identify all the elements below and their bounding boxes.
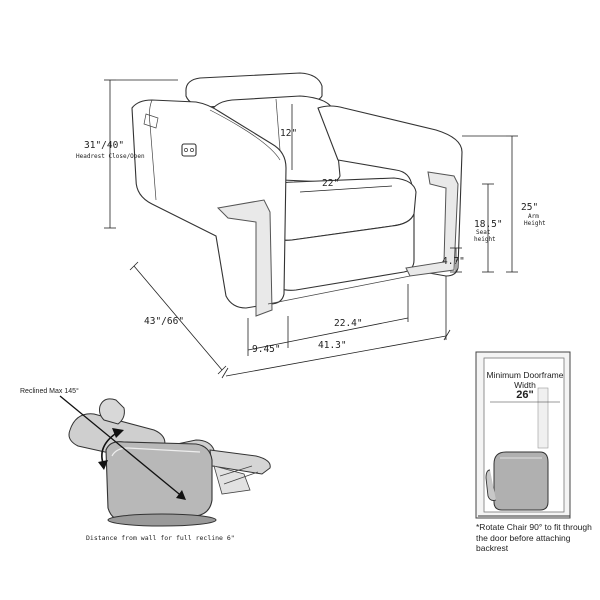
wall-distance-label: Distance from wall for full recline 6" bbox=[86, 534, 235, 542]
power-button-icon bbox=[181, 143, 197, 157]
reclined-headrest bbox=[99, 398, 125, 425]
leg-height-label: 4.7" bbox=[442, 256, 465, 267]
reclined-swivel-base bbox=[107, 513, 217, 527]
left-steel-frame bbox=[216, 199, 273, 317]
reclined-footrest bbox=[209, 449, 271, 475]
reclined-arm-body bbox=[105, 441, 213, 523]
headrest-height-label: 31"/40" bbox=[84, 140, 124, 151]
arm-height-label: 25" bbox=[521, 202, 538, 213]
recline-max-label: Reclined Max 145° bbox=[20, 387, 79, 395]
chair-bottom-edge bbox=[267, 275, 411, 305]
back-height-label: 12" bbox=[280, 128, 297, 139]
seat-depth-label: 22" bbox=[322, 178, 339, 189]
doorframe-illustration bbox=[475, 351, 571, 519]
headrest-caption: Headrest Close/Open bbox=[76, 153, 145, 160]
arm-caption-2: Height bbox=[524, 220, 546, 227]
power-button-dot-2 bbox=[190, 148, 194, 152]
power-button-dot bbox=[184, 148, 188, 152]
rotated-chair bbox=[493, 451, 549, 511]
chair-line-drawing bbox=[131, 72, 463, 317]
reclined-chair-illustration bbox=[59, 395, 271, 527]
chair-right-arm bbox=[317, 105, 463, 277]
rotate-chair-note: *Rotate Chair 90° to fit through the doo… bbox=[476, 522, 592, 553]
arm-caption-1: Arm bbox=[528, 213, 539, 220]
dimension-lines bbox=[104, 79, 518, 379]
doorframe-width-value: 26" bbox=[516, 389, 534, 401]
door-panel bbox=[537, 387, 549, 449]
seat-height-label: 18.5" bbox=[474, 219, 503, 230]
right-steel-frame bbox=[405, 171, 459, 277]
chair-left-arm bbox=[131, 99, 287, 309]
seat-caption-1: Seat bbox=[476, 229, 491, 236]
arm-width-label: 9.45" bbox=[252, 344, 281, 355]
total-width-label: 41.3" bbox=[318, 340, 347, 351]
seat-caption-2: height bbox=[474, 236, 496, 243]
total-depth-label: 43"/66" bbox=[144, 316, 184, 327]
doorframe-title: Minimum Doorframe Width bbox=[486, 370, 564, 390]
arm-pocket bbox=[143, 113, 159, 129]
arm-inner-edge bbox=[209, 109, 281, 161]
arm-top-edge bbox=[148, 99, 157, 201]
recline-arrow-icon bbox=[59, 395, 185, 499]
seat-width-label: 22.4" bbox=[334, 318, 363, 329]
